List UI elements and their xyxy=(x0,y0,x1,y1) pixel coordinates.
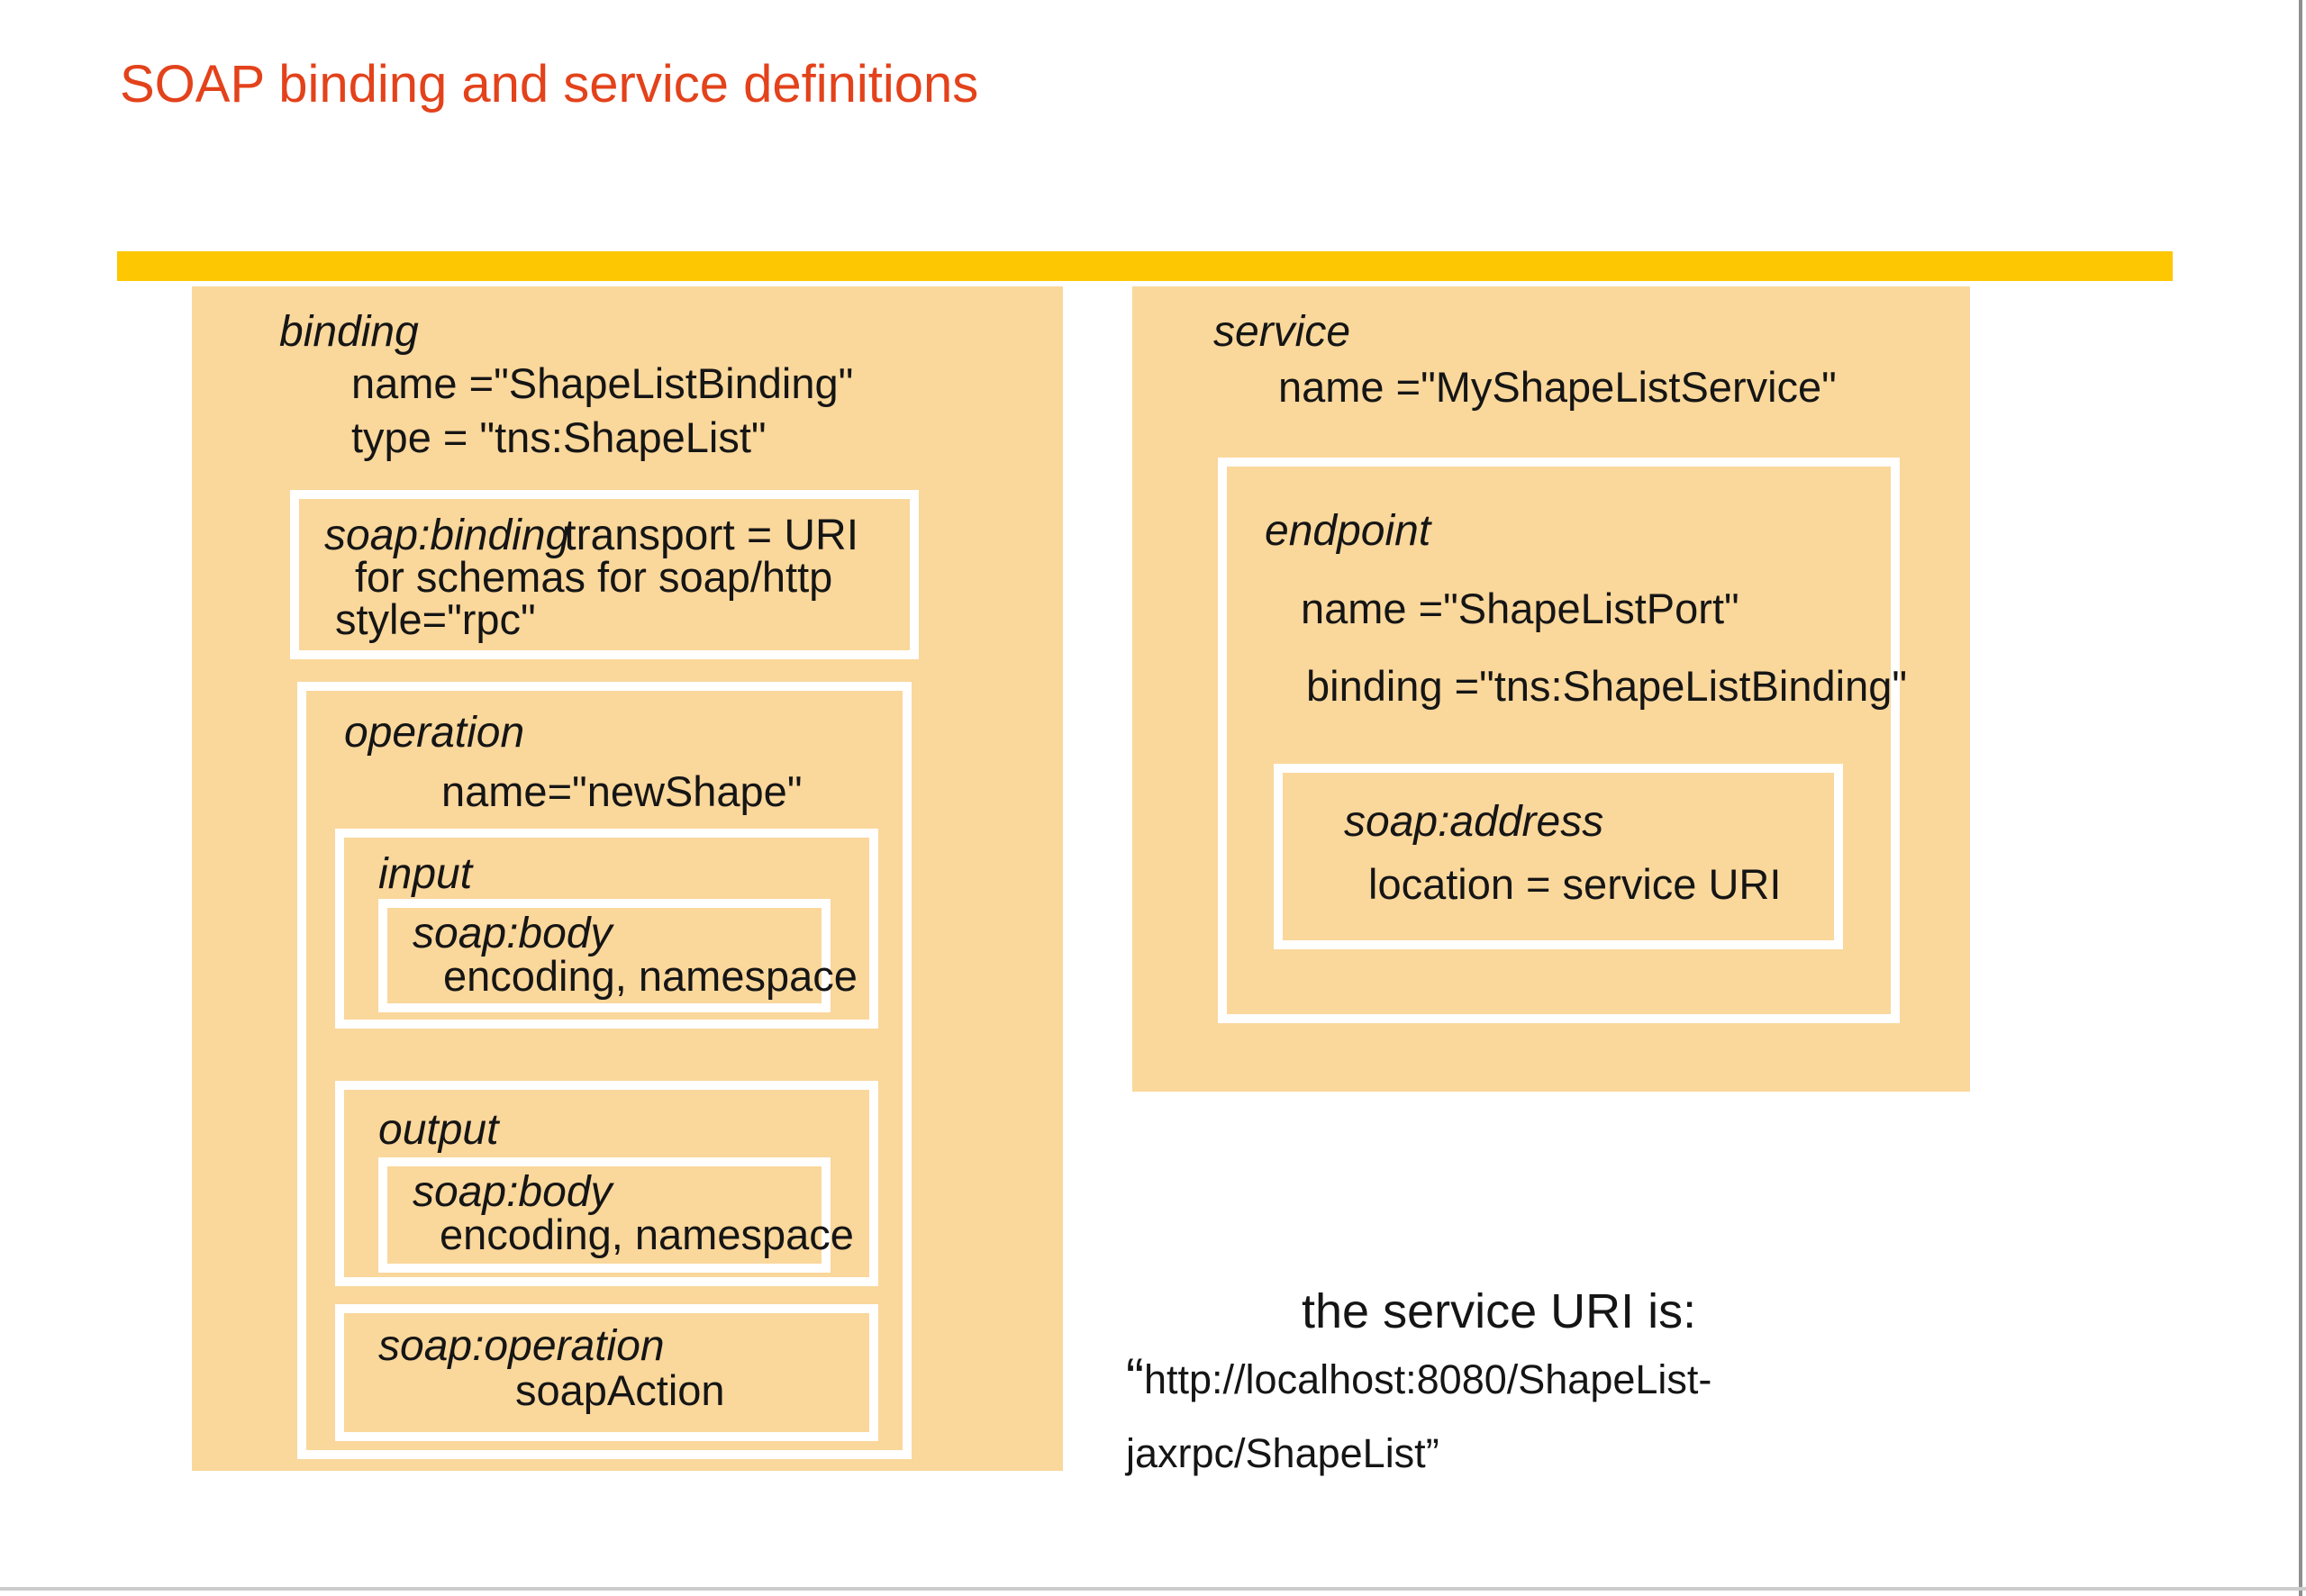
endpoint-label: endpoint xyxy=(1265,507,1431,555)
input-soap-body-box: soap:body encoding, namespace xyxy=(378,899,858,1012)
style-line: style="rpc" xyxy=(335,595,536,643)
output-soap-body-label: soap:body xyxy=(413,1168,613,1216)
service-uri-line1: “http://localhost:8080/ShapeList- xyxy=(1126,1347,1712,1408)
output-box: output soap:body encoding, namespace xyxy=(335,1081,878,1286)
transport-line: transport = URI xyxy=(564,512,859,559)
soap-binding-label: soap:bindingtransport = URI xyxy=(324,512,859,559)
operation-label: operation xyxy=(344,709,525,757)
accent-bar xyxy=(117,251,2173,281)
output-soap-body-box: soap:body encoding, namespace xyxy=(378,1157,854,1273)
binding-panel: binding name ="ShapeListBinding" type = … xyxy=(192,286,1063,1471)
page-title: SOAP binding and service definitions xyxy=(120,55,979,113)
soap-action-text: soapAction xyxy=(515,1366,725,1414)
soap-address-label: soap:address xyxy=(1344,798,1604,846)
binding-label: binding xyxy=(279,308,419,356)
binding-type-line: type = "tns:ShapeList" xyxy=(351,413,767,461)
binding-name-line: name ="ShapeListBinding" xyxy=(351,359,854,407)
endpoint-box: endpoint name ="ShapeListPort" binding =… xyxy=(1218,458,1907,1023)
operation-name-line: name="newShape" xyxy=(441,767,803,815)
service-panel: service name ="MyShapeListService" endpo… xyxy=(1132,286,1970,1092)
service-label: service xyxy=(1213,308,1351,356)
soap-operation-label: soap:operation xyxy=(378,1322,665,1370)
soap-binding-box: soap:bindingtransport = URI for schemas … xyxy=(290,490,919,659)
output-label: output xyxy=(378,1106,499,1154)
service-name-line: name ="MyShapeListService" xyxy=(1278,363,1837,411)
close-quote: ” xyxy=(1425,1430,1439,1476)
input-soap-body-params: encoding, namespace xyxy=(443,952,858,1000)
transport-line2: for schemas for soap/http xyxy=(355,553,833,601)
soap-address-box: soap:address location = service URI xyxy=(1274,764,1843,949)
right-edge-line xyxy=(2299,0,2302,1596)
service-uri-line2: jaxrpc/ShapeList” xyxy=(1126,1430,1439,1476)
soap-operation-box: soap:operation soapAction xyxy=(335,1304,878,1441)
input-label: input xyxy=(378,850,473,898)
endpoint-binding-line: binding ="tns:ShapeListBinding" xyxy=(1306,662,1908,710)
input-box: input soap:body encoding, namespace xyxy=(335,829,878,1029)
operation-box: operation name="newShape" input soap:bod… xyxy=(297,682,912,1459)
endpoint-name-line: name ="ShapeListPort" xyxy=(1301,585,1739,632)
bottom-edge-line xyxy=(0,1587,2306,1591)
service-uri-heading: the service URI is: xyxy=(1302,1284,1697,1338)
open-quote: “ xyxy=(1126,1347,1144,1408)
input-soap-body-label: soap:body xyxy=(413,910,613,957)
output-soap-body-params: encoding, namespace xyxy=(440,1211,854,1258)
location-line: location = service URI xyxy=(1368,860,1782,908)
